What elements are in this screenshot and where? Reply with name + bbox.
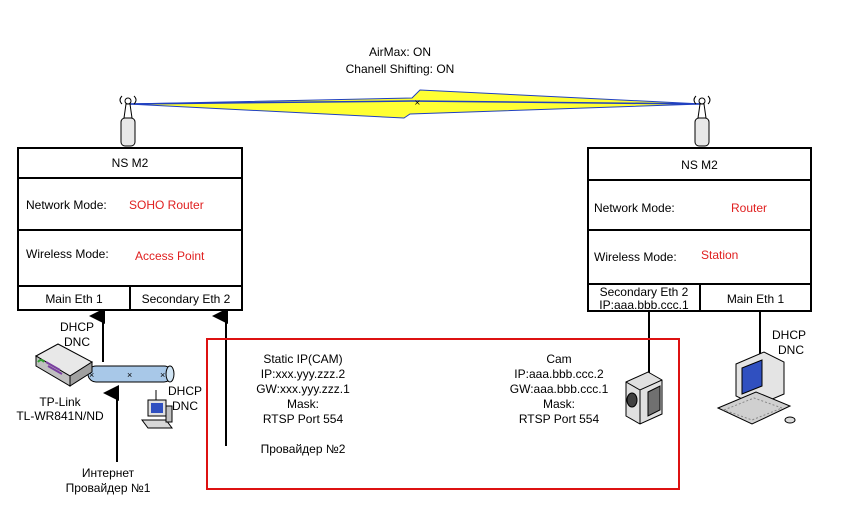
left-device-panel: NS M2 Network Mode: SOHO Router Wireless… (17, 147, 243, 311)
pc-dhcp-label: DHCP (168, 384, 203, 398)
static-ip-mask: Mask: (286, 397, 319, 411)
right-dnc-label: DNC (778, 343, 804, 357)
left-device-title: NS M2 (111, 156, 149, 170)
svg-text:×: × (127, 370, 132, 380)
right-port-main-eth1: Main Eth 1 (726, 292, 785, 306)
cam-title: Cam (546, 352, 572, 366)
airmax-label: AirMax: ON (368, 45, 431, 59)
svg-text:×: × (414, 98, 421, 107)
right-wireless-mode-label: Wireless Mode: (594, 250, 677, 264)
right-port-secondary-ip: IP:aaa.bbb.ccc.1 (599, 298, 689, 312)
svg-text:×: × (89, 370, 94, 380)
static-ip-rtsp: RTSP Port 554 (262, 412, 344, 426)
static-ip-title: Static IP(CAM) (263, 352, 343, 366)
left-network-mode-value: SOHO Router (129, 198, 204, 212)
right-port-secondary-eth2: Secondary Eth 2 (599, 285, 689, 299)
left-ports-row: Main Eth 1 Secondary Eth 2 (19, 285, 241, 311)
right-network-mode-row: Network Mode: Router (589, 179, 810, 229)
channel-shifting-label: Chanell Shifting: ON (345, 62, 455, 76)
left-wireless-mode-row: Wireless Mode: Access Point (19, 229, 241, 285)
right-network-mode-label: Network Mode: (594, 201, 675, 215)
cam-rtsp: RTSP Port 554 (518, 412, 600, 426)
cable-icon: × × × (87, 365, 175, 383)
left-dhcp-label: DHCP (60, 320, 95, 334)
cam-ip: IP:aaa.bbb.ccc.2 (514, 367, 604, 381)
antenna-icon (693, 95, 711, 147)
static-ip-gateway: GW:xxx.yyy.zzz.1 (256, 382, 350, 396)
pc-dnc-label: DNC (172, 399, 198, 413)
provider-2-frame (206, 338, 680, 490)
computer-icon (716, 351, 796, 425)
antenna-icon (119, 95, 137, 147)
right-ports-row: Secondary Eth 2 IP:aaa.bbb.ccc.1 Main Et… (589, 283, 810, 312)
left-port-main-eth1: Main Eth 1 (45, 292, 103, 306)
left-network-mode-label: Network Mode: (26, 198, 107, 212)
right-wireless-mode-row: Wireless Mode: Station (589, 229, 810, 283)
right-dhcp-label: DHCP (772, 328, 807, 342)
computer-icon (141, 390, 173, 429)
right-device-title: NS M2 (681, 158, 718, 172)
camera-icon (625, 371, 663, 425)
right-device-panel: NS M2 Network Mode: Router Wireless Mode… (587, 147, 812, 312)
right-network-mode-value: Router (731, 201, 768, 215)
static-ip-address: IP:xxx.yyy.zzz.2 (260, 367, 346, 381)
provider-2-label: Провайдер №2 (260, 442, 346, 456)
router-icon (34, 343, 93, 387)
left-dnc-label: DNC (64, 335, 90, 349)
provider-1-label: Провайдер №1 (65, 481, 151, 495)
left-wireless-mode-label: Wireless Mode: (26, 247, 109, 261)
left-wireless-mode-value: Access Point (135, 249, 205, 263)
cam-gateway: GW:aaa.bbb.ccc.1 (509, 382, 609, 396)
right-wireless-mode-value: Station (701, 248, 739, 262)
svg-text:×: × (160, 370, 165, 380)
left-port-secondary-eth2: Secondary Eth 2 (141, 292, 231, 306)
internet-label: Интернет (81, 466, 135, 480)
wireless-link: × (127, 89, 703, 119)
left-network-mode-row: Network Mode: SOHO Router (19, 177, 241, 229)
tp-link-model-label: TL-WR841N/ND (16, 409, 104, 423)
tp-link-label: TP-Link (39, 395, 81, 409)
cam-mask: Mask: (542, 397, 575, 411)
